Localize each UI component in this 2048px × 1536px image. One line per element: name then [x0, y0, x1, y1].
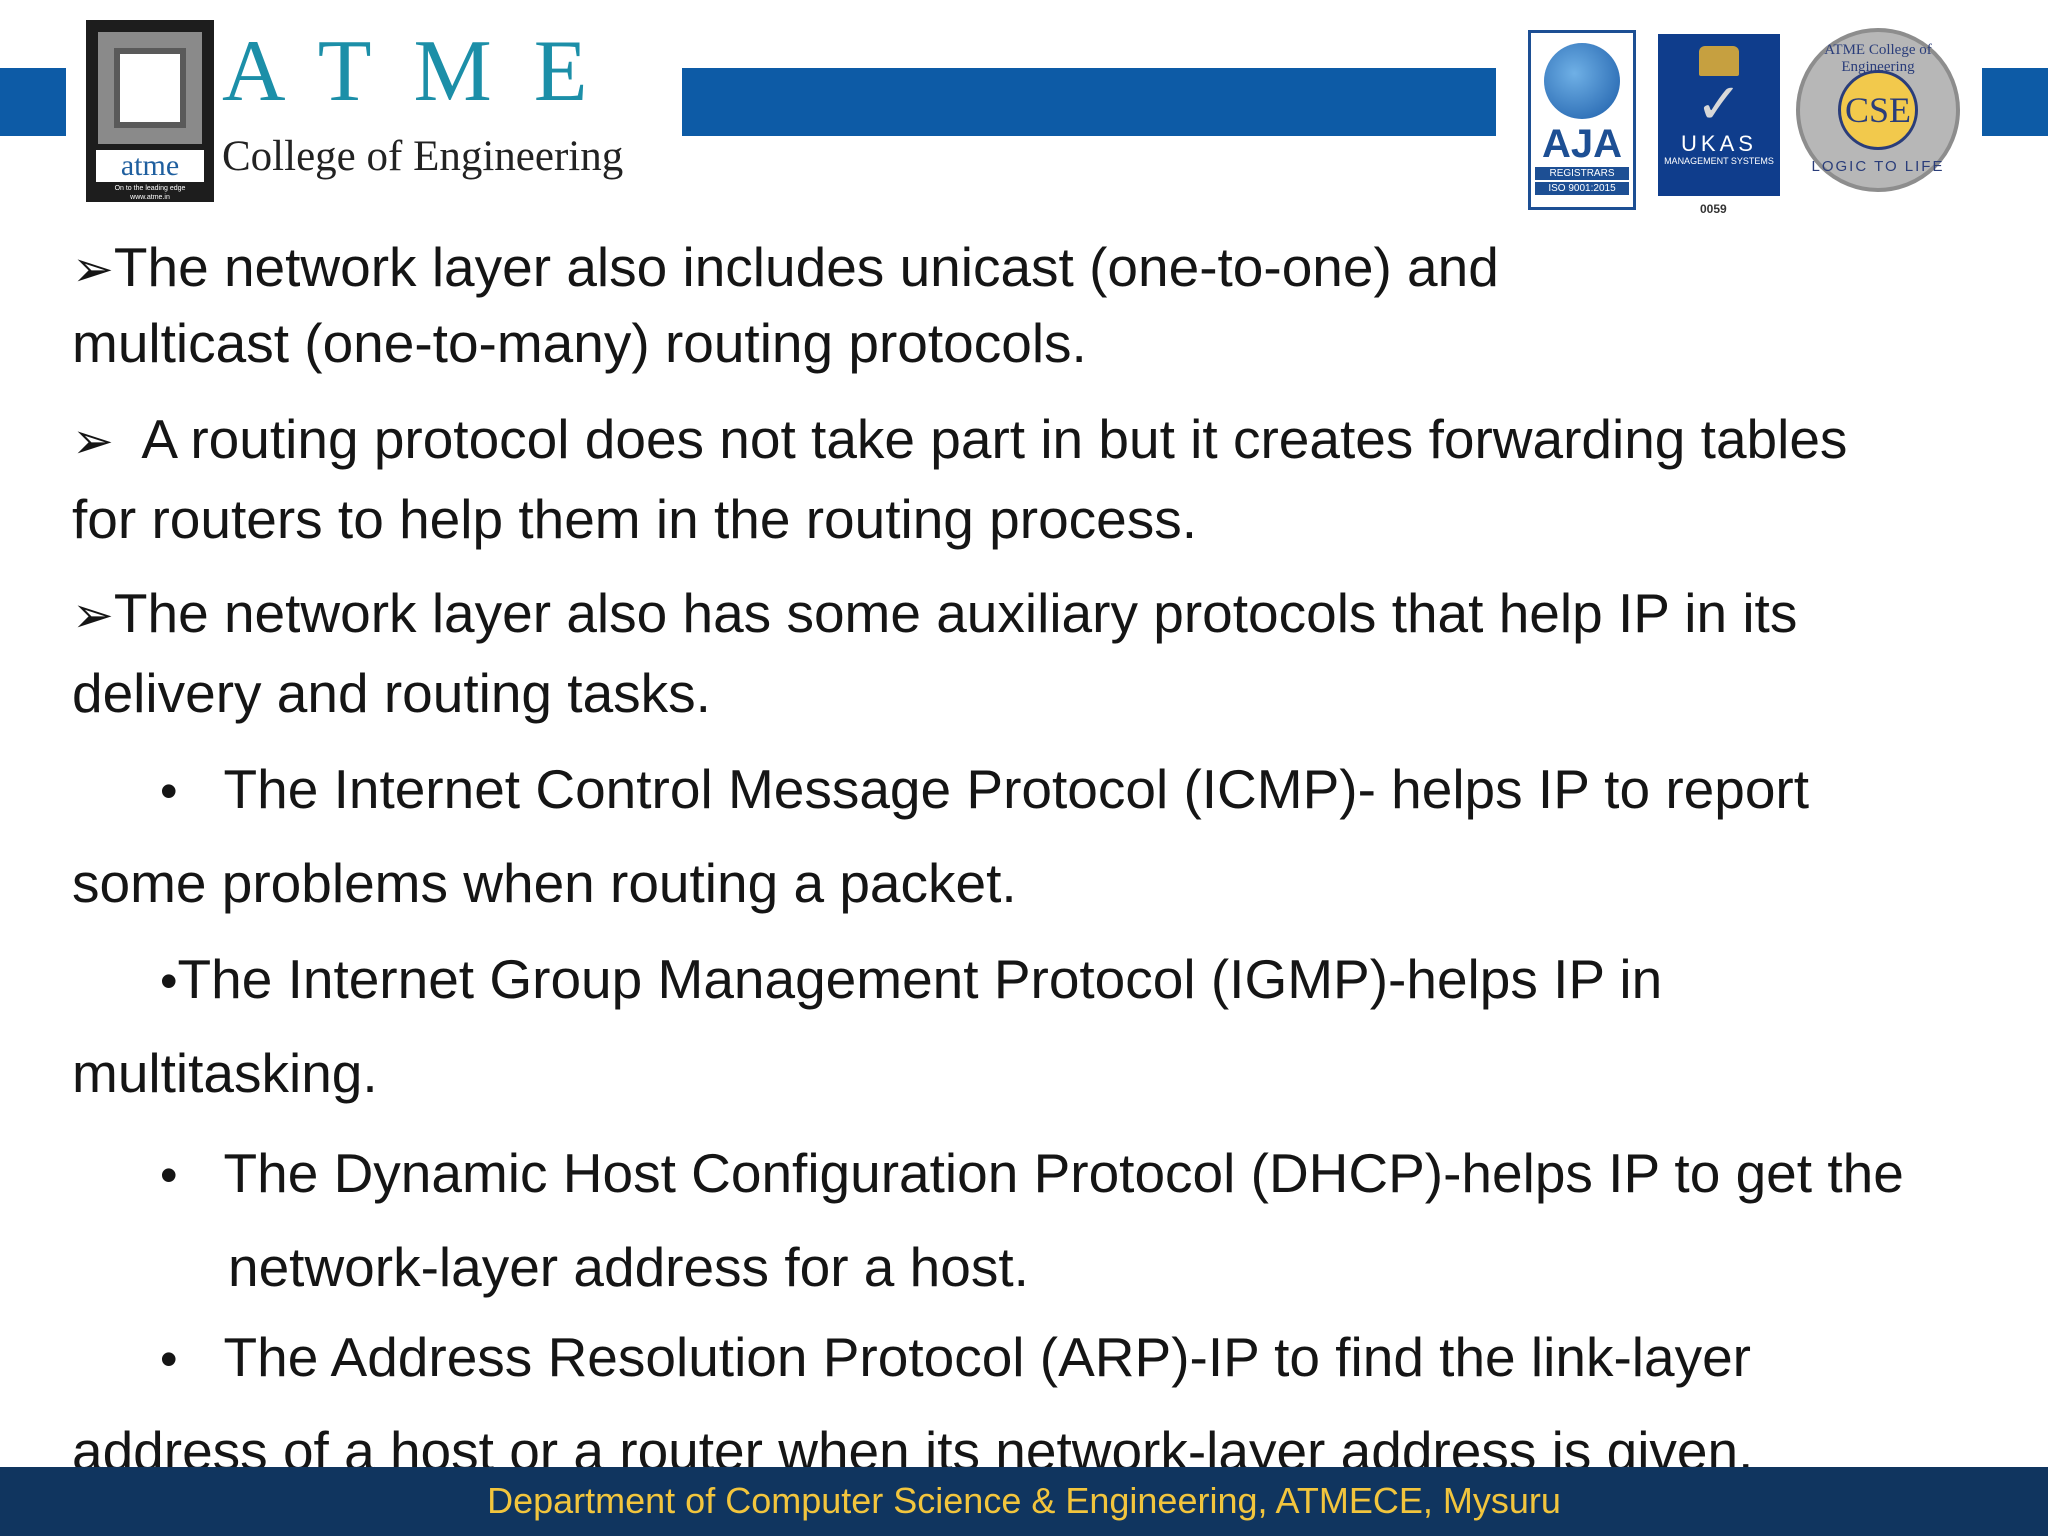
arrow-bullet-icon: ➢: [72, 587, 114, 643]
globe-icon: [1544, 43, 1620, 119]
body-line: ➢The network layer also includes unicast…: [72, 234, 1499, 302]
logo-tagline: On to the leading edge www.atme.in: [114, 185, 186, 201]
sub-bullet-line: •The Internet Control Message Protocol (…: [160, 756, 1809, 824]
body-line: ➢The network layer also has some auxilia…: [72, 580, 1797, 648]
crown-icon: [1699, 46, 1739, 76]
header-bar-middle: [682, 68, 1496, 136]
bullet-icon: •: [160, 1147, 178, 1203]
body-line: ➢ A routing protocol does not take part …: [72, 406, 1847, 474]
body-line: multitasking.: [72, 1042, 378, 1104]
bullet-icon: •: [160, 953, 178, 1009]
arrow-bullet-icon: ➢: [72, 413, 114, 469]
cse-department-seal: ATME College of Engineering CSE LOGIC TO…: [1796, 28, 1960, 192]
body-line: network-layer address for a host.: [228, 1236, 1029, 1298]
body-line: delivery and routing tasks.: [72, 662, 711, 724]
sub-bullet-line: •The Address Resolution Protocol (ARP)-I…: [160, 1324, 1751, 1392]
atme-logo: atme On to the leading edge www.atme.in: [86, 20, 214, 202]
logo-word: atme: [96, 150, 204, 182]
footer-text: Department of Computer Science & Enginee…: [487, 1480, 1561, 1521]
body-line: for routers to help them in the routing …: [72, 488, 1198, 550]
bullet-icon: •: [160, 1331, 178, 1387]
brand-subtitle: College of Engineering: [222, 133, 624, 180]
ukas-number: 0059: [1700, 202, 1727, 216]
ukas-certification-logo: ✓ UKAS MANAGEMENT SYSTEMS: [1658, 34, 1780, 196]
sub-bullet-line: •The Internet Group Management Protocol …: [160, 946, 1662, 1014]
header-bar-left: [0, 68, 66, 136]
body-line: some problems when routing a packet.: [72, 852, 1017, 914]
sub-bullet-line: •The Dynamic Host Configuration Protocol…: [160, 1140, 1904, 1208]
header-bar-right: [1982, 68, 2048, 136]
arrow-bullet-icon: ➢: [72, 241, 114, 297]
logo-frame-icon: [98, 32, 202, 144]
bullet-icon: •: [160, 763, 178, 819]
body-line: multicast (one-to-many) routing protocol…: [72, 312, 1087, 374]
aja-certification-logo: AJA REGISTRARS ISO 9001:2015: [1528, 30, 1636, 210]
footer-bar: [0, 1467, 2048, 1536]
brand-letters: ATME: [222, 23, 630, 120]
check-icon: ✓: [1695, 72, 1743, 135]
